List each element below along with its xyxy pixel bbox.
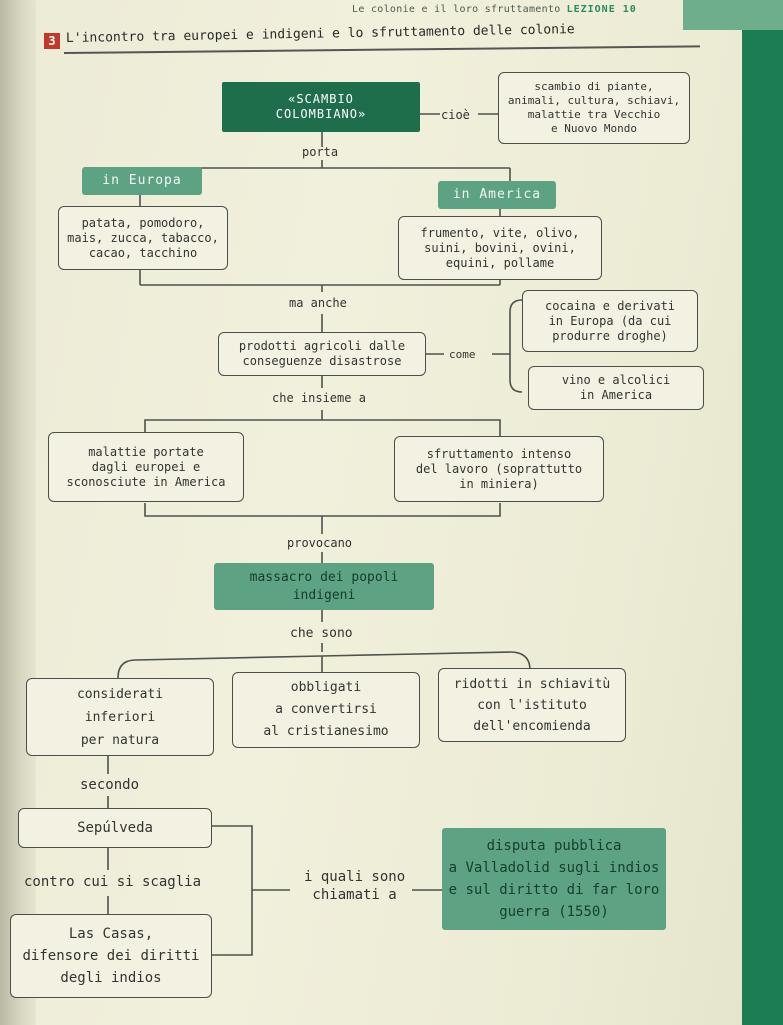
- label-come: come: [449, 348, 476, 361]
- section-number: 3: [44, 33, 60, 49]
- prodotti-box: prodotti agricoli dalle conseguenze disa…: [218, 332, 426, 376]
- considerati-box: considerati inferiori per natura: [26, 678, 214, 756]
- book-spine-shadow: [0, 0, 36, 1025]
- running-title: Le colonie e il loro sfruttamento: [352, 4, 561, 15]
- running-header: Le colonie e il loro sfruttamento LEZIONE…: [352, 4, 637, 15]
- scambio-definition-box: scambio di piante, animali, cultura, sch…: [498, 72, 690, 144]
- label-i-quali-sono-chiamati-a: i quali sono chiamati a: [304, 869, 406, 903]
- sepulveda-box: Sepúlveda: [18, 808, 212, 848]
- ridotti-box: ridotti in schiavitù con l'istituto dell…: [438, 668, 626, 742]
- europa-products-box: patata, pomodoro, mais, zucca, tabacco, …: [58, 206, 228, 270]
- label-che-sono: che sono: [290, 626, 353, 641]
- label-che-insieme-a: che insieme a: [272, 391, 366, 405]
- malattie-box: malattie portate dagli europei e sconosc…: [48, 432, 244, 502]
- label-cioe: cioè: [441, 108, 470, 122]
- cocaina-box: cocaina e derivati in Europa (da cui pro…: [522, 290, 698, 352]
- connector-bracket-right: [212, 825, 253, 956]
- las-casas-box: Las Casas, difensore dei diritti degli i…: [10, 914, 212, 998]
- label-porta: porta: [302, 145, 339, 159]
- header-strip: [683, 0, 783, 30]
- scambio-colombiano-box: «SCAMBIO COLOMBIANO»: [222, 82, 420, 132]
- label-ma-anche: ma anche: [289, 296, 347, 310]
- label-secondo: secondo: [80, 777, 140, 793]
- label-contro-cui-si-scaglia: contro cui si scaglia: [24, 874, 202, 890]
- connector-merge-provocano: [144, 503, 501, 517]
- lesson-label: LEZIONE 10: [566, 4, 637, 15]
- disputa-box: disputa pubblica a Valladolid sugli indi…: [442, 828, 666, 930]
- in-europa-box: in Europa: [82, 167, 202, 195]
- label-provocano: provocano: [287, 536, 353, 550]
- in-america-box: in America: [438, 181, 556, 209]
- connector-insieme-split: [144, 419, 501, 438]
- sfruttamento-box: sfruttamento intenso del lavoro (sopratt…: [394, 436, 604, 502]
- page-edge-bar: [742, 30, 783, 1025]
- vino-box: vino e alcolici in America: [528, 366, 704, 410]
- massacro-box: massacro dei popoli indigeni: [214, 563, 434, 610]
- connector-come-bracket: [509, 299, 523, 393]
- america-products-box: frumento, vite, olivo, suini, bovini, ov…: [398, 216, 602, 280]
- obbligati-box: obbligati a convertirsi al cristianesimo: [232, 672, 420, 748]
